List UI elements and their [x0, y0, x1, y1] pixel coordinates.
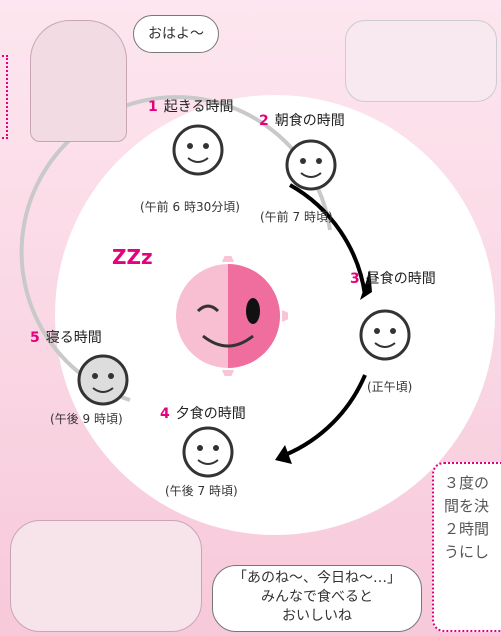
time-breakfast: (午前 7 時頃): [260, 210, 333, 224]
label-lunch-number: 3: [350, 271, 360, 287]
note-box: ３度の 間を決 ２時間 うにし: [432, 462, 501, 632]
label-wakeup-number: 1: [148, 99, 158, 115]
label-lunch: 3 昼食の時間: [350, 268, 436, 288]
arrow-breakfast-to-lunch: [289, 183, 367, 296]
clock-icon-wakeup: [172, 124, 224, 176]
clock-icon-lunch: [359, 309, 411, 361]
time-bedtime: (午後 9 時頃): [50, 412, 123, 426]
note-line1: ３度の: [444, 474, 490, 492]
label-breakfast: 2 朝食の時間: [259, 110, 345, 130]
label-lunch-text: 昼食の時間: [365, 271, 436, 287]
label-bedtime: 5 寝る時間: [30, 327, 102, 347]
note-line3: ２時間: [444, 520, 490, 538]
label-bedtime-text: 寝る時間: [45, 330, 102, 346]
time-lunch: (正午頃): [367, 380, 413, 394]
breakfast-table-illustration: [345, 20, 497, 102]
child-yawning-illustration: [30, 20, 127, 142]
clock-icon-dinner: [182, 426, 234, 478]
bubble-dinner-line1: 「あのね～、今日ね～…」: [233, 570, 401, 586]
bubble-dinner-line3: おいしいね: [282, 608, 352, 624]
label-bedtime-number: 5: [30, 330, 40, 346]
bubble-dinner-line2: みんなで食べると: [261, 589, 373, 605]
label-dinner: 4 夕食の時間: [160, 403, 246, 423]
label-wakeup-text: 起きる時間: [163, 99, 234, 115]
label-dinner-number: 4: [160, 406, 170, 422]
time-dinner: (午後 7 時頃): [165, 484, 238, 498]
bubble-morning-text: おはよ～: [148, 26, 204, 42]
note-line2: 間を決: [444, 497, 490, 515]
family-dinner-illustration: [10, 520, 202, 632]
sun-moon-face-icon: [176, 256, 288, 376]
clock-icon-bedtime: [77, 354, 129, 406]
dotted-frame-left: [0, 55, 8, 139]
time-wakeup: (午前 6 時30分頃): [140, 200, 240, 214]
label-breakfast-number: 2: [259, 113, 269, 129]
speech-bubble-morning: おはよ～: [133, 15, 219, 53]
arrow-lunch-to-dinner: [284, 374, 367, 457]
sleep-zzz: ZZz: [112, 245, 153, 269]
clock-icon-breakfast: [285, 139, 337, 191]
note-line4: うにし: [444, 543, 490, 561]
label-breakfast-text: 朝食の時間: [274, 113, 345, 129]
speech-bubble-dinner: 「あのね～、今日ね～…」 みんなで食べると おいしいね: [212, 565, 422, 632]
label-wakeup: 1 起きる時間: [148, 96, 233, 116]
label-dinner-text: 夕食の時間: [175, 406, 246, 422]
